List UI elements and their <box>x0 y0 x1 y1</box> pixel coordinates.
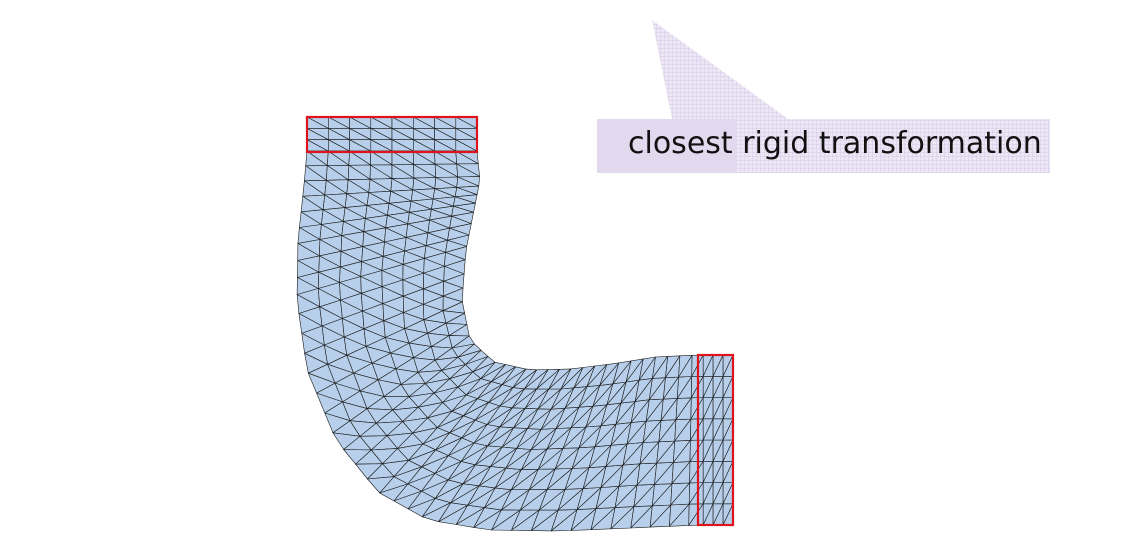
right-end-block <box>696 353 735 527</box>
top-end-block <box>305 115 479 154</box>
callout-pointer <box>652 20 788 119</box>
callout-label: closest rigid transformation <box>628 126 1042 161</box>
callout-box-hatched <box>737 119 1050 173</box>
callout-bubble <box>597 20 1050 173</box>
deformed-triangle-mesh <box>296 116 734 532</box>
callout-box-solid <box>597 119 737 173</box>
